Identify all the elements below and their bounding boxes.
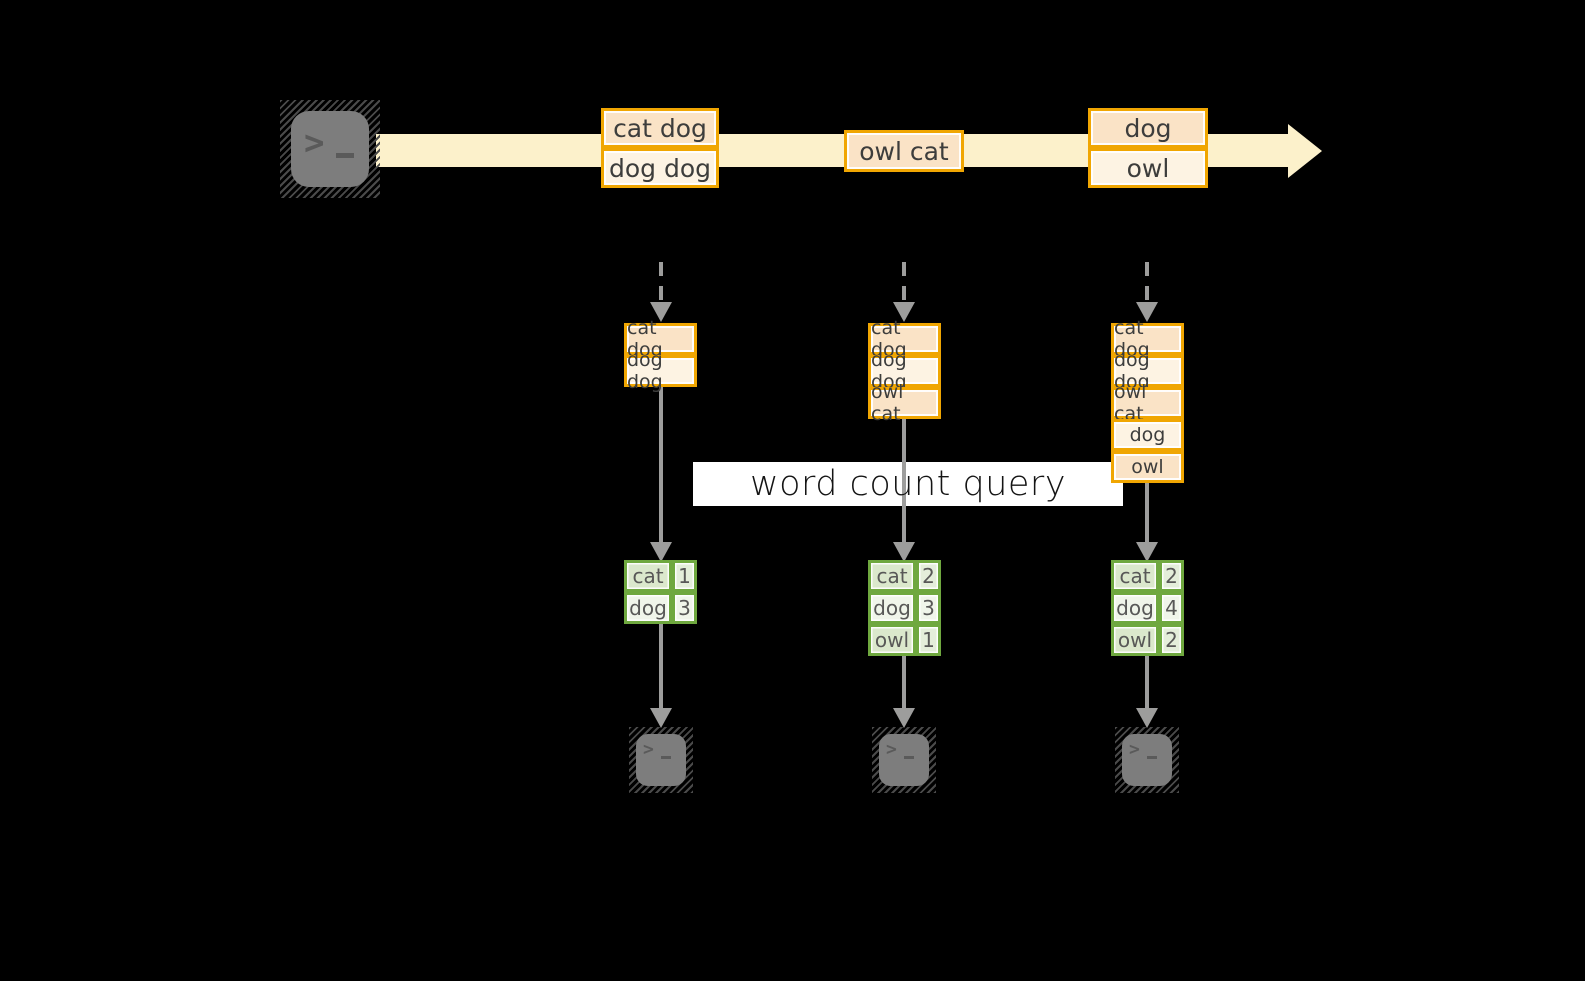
connector (659, 624, 663, 708)
count-cell: 2 (916, 560, 941, 592)
count-cell: 2 (1159, 624, 1184, 656)
dashed-connector (659, 262, 663, 302)
connector (1145, 656, 1149, 708)
terminal-screen: > (1122, 734, 1172, 786)
state-box-3: cat dog dog dog owl cat dog owl (1111, 317, 1184, 483)
state-row: cat dog (624, 317, 697, 361)
stream-event-batch2: owl cat (844, 130, 964, 172)
connector (902, 656, 906, 708)
table-row: dog 3 (624, 592, 697, 624)
result-table-1: cat 1 dog 3 (624, 560, 697, 624)
count-cell: 3 (916, 592, 941, 624)
result-table-3: cat 2 dog 4 owl 2 (1111, 560, 1184, 656)
event-row: dog dog (601, 148, 719, 188)
table-row: cat 2 (868, 560, 941, 592)
prompt-chevron-icon: > (643, 739, 654, 760)
table-row: owl 2 (1111, 624, 1184, 656)
arrowhead-icon (893, 302, 915, 322)
state-row: dog (1111, 419, 1184, 451)
state-row: owl (1111, 451, 1184, 483)
table-row: owl 1 (868, 624, 941, 656)
terminal-source-icon: > (280, 100, 380, 198)
word-cell: dog (1111, 592, 1159, 624)
arrowhead-icon (1136, 542, 1158, 562)
prompt-underscore-icon (1147, 756, 1157, 759)
stream-event-batch3: dog owl (1088, 108, 1208, 188)
arrowhead-icon (893, 708, 915, 728)
count-cell: 4 (1159, 592, 1184, 624)
word-cell: cat (1111, 560, 1159, 592)
event-row: owl cat (844, 130, 964, 172)
dashed-connector (902, 262, 906, 302)
terminal-sink-3-icon: > (1115, 727, 1179, 793)
state-row: owl cat (868, 381, 941, 425)
query-band (693, 462, 1123, 506)
terminal-sink-1-icon: > (629, 727, 693, 793)
state-box-2: cat dog dog dog owl cat (868, 317, 941, 425)
result-table-2: cat 2 dog 3 owl 1 (868, 560, 941, 656)
table-row: cat 2 (1111, 560, 1184, 592)
query-label: word count query (749, 464, 1067, 504)
word-cell: cat (868, 560, 916, 592)
arrowhead-icon (1136, 302, 1158, 322)
count-cell: 1 (916, 624, 941, 656)
dashed-connector (1145, 262, 1149, 302)
state-row: owl cat (1111, 381, 1184, 425)
prompt-underscore-icon (661, 756, 671, 759)
arrowhead-icon (893, 542, 915, 562)
stream-arrowhead-icon (1288, 124, 1322, 178)
event-row: cat dog (601, 108, 719, 148)
prompt-underscore-icon (336, 153, 354, 158)
connector (659, 387, 663, 543)
state-box-1: cat dog dog dog (624, 317, 697, 393)
arrowhead-icon (650, 708, 672, 728)
count-cell: 1 (672, 560, 697, 592)
prompt-chevron-icon: > (1129, 739, 1140, 760)
table-row: cat 1 (624, 560, 697, 592)
state-row: dog dog (624, 349, 697, 393)
word-cell: dog (624, 592, 672, 624)
prompt-chevron-icon: > (304, 123, 325, 163)
arrowhead-icon (1136, 708, 1158, 728)
table-row: dog 3 (868, 592, 941, 624)
connector (1145, 483, 1149, 543)
terminal-sink-2-icon: > (872, 727, 936, 793)
arrowhead-icon (650, 302, 672, 322)
count-cell: 2 (1159, 560, 1184, 592)
terminal-screen: > (636, 734, 686, 786)
word-cell: dog (868, 592, 916, 624)
prompt-underscore-icon (904, 756, 914, 759)
prompt-chevron-icon: > (886, 739, 897, 760)
terminal-screen: > (291, 111, 369, 187)
event-row: dog (1088, 108, 1208, 148)
word-cell: owl (868, 624, 916, 656)
state-row: cat dog (1111, 317, 1184, 361)
connector (902, 419, 906, 543)
table-row: dog 4 (1111, 592, 1184, 624)
word-cell: cat (624, 560, 672, 592)
count-cell: 3 (672, 592, 697, 624)
event-row: owl (1088, 148, 1208, 188)
stream-event-batch1: cat dog dog dog (601, 108, 719, 188)
terminal-screen: > (879, 734, 929, 786)
word-cell: owl (1111, 624, 1159, 656)
arrowhead-icon (650, 542, 672, 562)
